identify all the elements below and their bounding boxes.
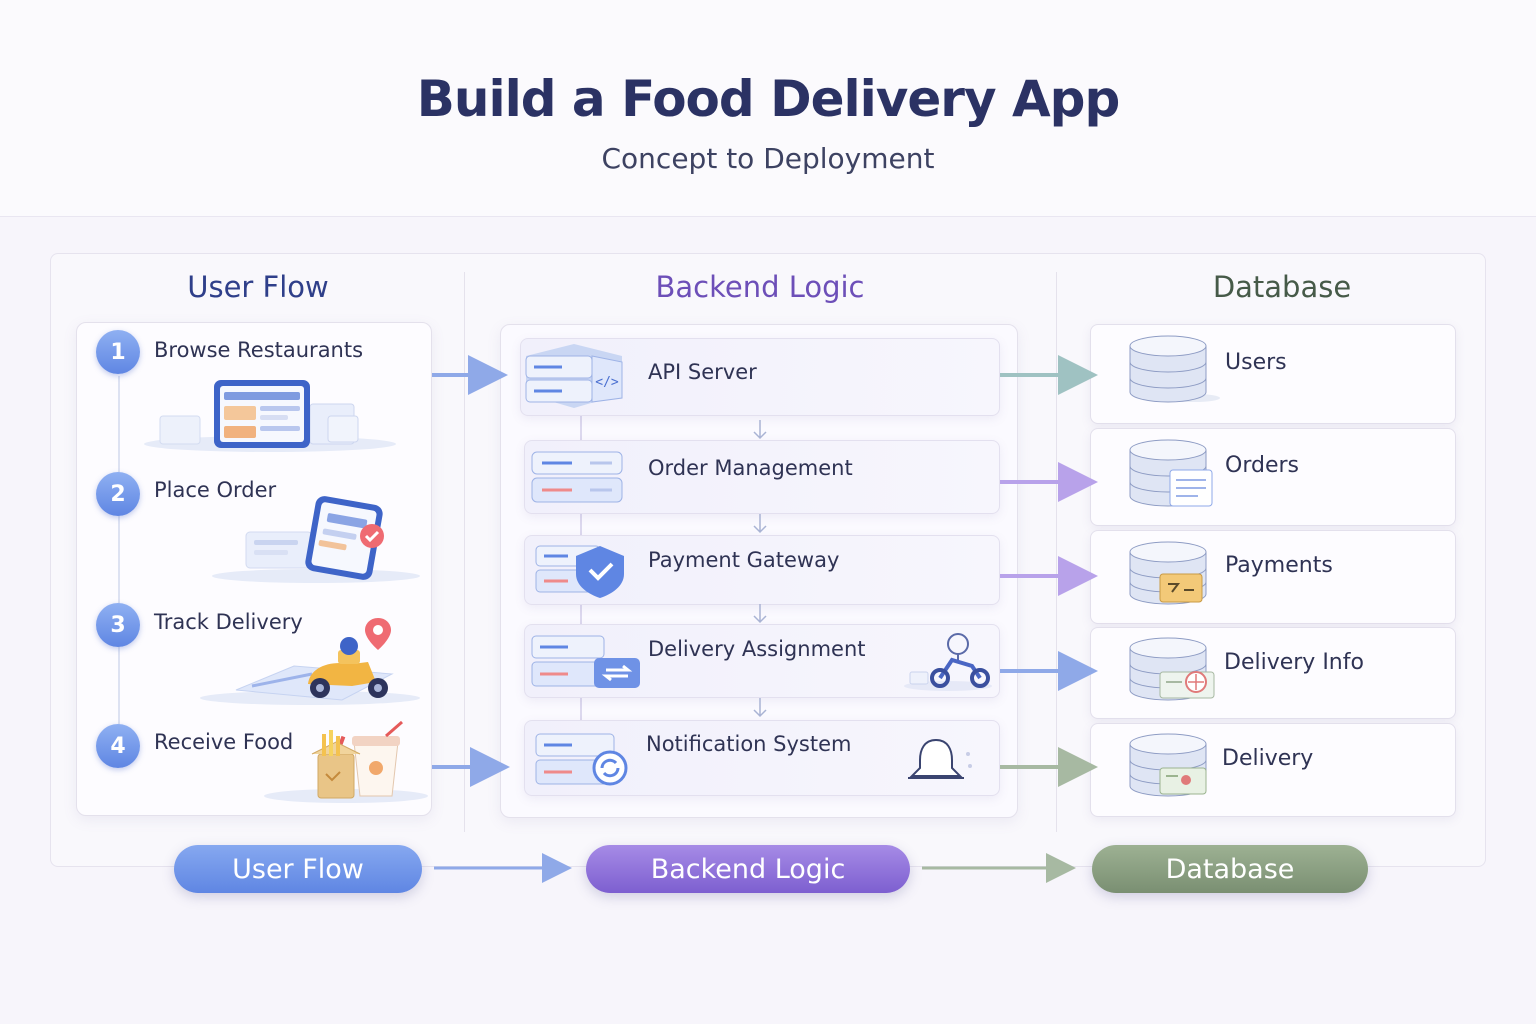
database-wallet-icon	[1129, 541, 1207, 605]
step-number-1: 1	[96, 330, 140, 374]
food-bag-icon	[264, 720, 428, 803]
user-flow-heading: User Flow	[187, 270, 329, 304]
phone-menu-icon	[144, 380, 396, 452]
database-label-orders: Orders	[1225, 453, 1299, 478]
title-band	[0, 0, 1536, 217]
database-label-delivery: Delivery	[1222, 746, 1314, 771]
down-arrow-icon	[753, 420, 767, 440]
database-heading: Database	[1212, 270, 1352, 304]
step-number-3: 3	[96, 603, 140, 647]
server-swap-icon	[531, 635, 640, 688]
database-map-icon	[1129, 637, 1215, 701]
service-label-notification-system: Notification System	[646, 732, 852, 756]
service-label-delivery-assignment: Delivery Assignment	[648, 637, 866, 661]
footer-pill-database: Database	[1092, 845, 1368, 893]
scooter-map-icon	[200, 618, 420, 705]
step-label-place-order: Place Order	[154, 478, 277, 502]
bike-delivery-icon	[904, 633, 992, 691]
page-subtitle: Concept to Deployment	[601, 142, 935, 175]
server-stack-icon	[531, 451, 623, 503]
step-label-track-delivery: Track Delivery	[154, 610, 303, 634]
server-code-icon: </>	[525, 344, 623, 408]
service-label-api-server: API Server	[648, 360, 757, 384]
user-flow-connector	[118, 376, 120, 748]
backend-logic-heading: Backend Logic	[655, 270, 865, 304]
page-title: Build a Food Delivery App	[416, 70, 1121, 128]
phone-order-icon	[212, 496, 420, 583]
service-label-order-management: Order Management	[648, 456, 853, 480]
database-ticket-icon	[1129, 733, 1207, 797]
down-arrow-icon	[753, 604, 767, 624]
database-label-payments: Payments	[1225, 553, 1333, 578]
footer-pill-backend-logic: Backend Logic	[586, 845, 910, 893]
server-sync-icon	[535, 733, 628, 786]
step-number-4: 4	[96, 724, 140, 768]
server-shield-icon	[535, 545, 624, 598]
column-divider	[1056, 272, 1057, 832]
bell-icon	[908, 738, 972, 779]
database-document-icon	[1129, 439, 1213, 507]
step-label-browse-restaurants: Browse Restaurants	[154, 338, 364, 362]
svg-text:</>: </>	[595, 375, 619, 390]
database-icon	[1129, 335, 1220, 403]
database-label-delivery-info: Delivery Info	[1224, 650, 1364, 675]
step-label-receive-food: Receive Food	[154, 730, 294, 754]
database-label-users: Users	[1225, 350, 1287, 375]
footer-pill-user-flow: User Flow	[174, 845, 422, 893]
step-number-2: 2	[96, 472, 140, 516]
column-divider	[464, 272, 465, 832]
down-arrow-icon	[753, 698, 767, 718]
service-label-payment-gateway: Payment Gateway	[648, 548, 840, 572]
down-arrow-icon	[753, 514, 767, 534]
